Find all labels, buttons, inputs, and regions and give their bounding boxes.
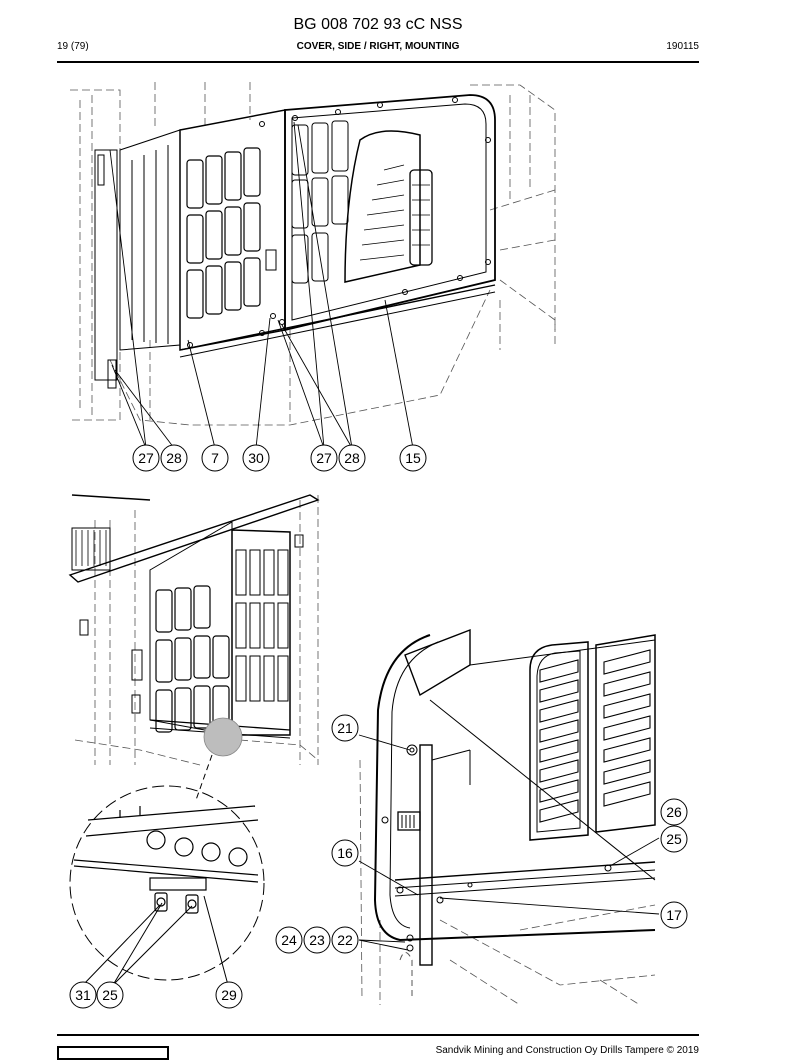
callout: 28: [160, 444, 188, 472]
callout: 25: [96, 981, 124, 1009]
callout: 15: [399, 444, 427, 472]
footer-copyright: Sandvik Mining and Construction Oy Drill…: [435, 1045, 699, 1056]
page-number: 19 (79): [57, 41, 89, 52]
callout-label: 28: [166, 450, 182, 466]
callout-label: 22: [337, 932, 353, 948]
callout: 30: [242, 444, 270, 472]
callout: 27: [132, 444, 160, 472]
callout-label: 25: [666, 831, 682, 847]
callout: 28: [338, 444, 366, 472]
callout: 16: [331, 839, 359, 867]
detail-magnifier: [69, 754, 265, 986]
callout-label: 25: [102, 987, 118, 1003]
header-rule: [57, 61, 699, 63]
callout-label: 24: [281, 932, 297, 948]
callout: 26: [660, 798, 688, 826]
callout-label: 15: [405, 450, 421, 466]
callout: 21: [331, 714, 359, 742]
callout: 29: [215, 981, 243, 1009]
top-view-leader-lines: [109, 121, 414, 449]
callout: 23: [303, 926, 331, 954]
callout-label: 30: [248, 450, 264, 466]
section-title: COVER, SIDE / RIGHT, MOUNTING: [296, 41, 460, 52]
callout-label: 28: [344, 450, 360, 466]
callouts: 27 28 7 30 27 28 15 31: [69, 444, 688, 1009]
footer-rule: [57, 1034, 699, 1036]
callout-label: 26: [666, 804, 682, 820]
callout: 25: [660, 825, 688, 853]
bottom-left-view-illustration: [68, 494, 320, 766]
callout-label: 16: [337, 845, 353, 861]
callout: 17: [660, 901, 688, 929]
callout-label: 31: [75, 987, 91, 1003]
callout-label: 27: [316, 450, 332, 466]
callout-label: 7: [211, 450, 219, 466]
bottom-right-leader-lines: [358, 734, 660, 951]
top-view-illustration: [70, 82, 556, 426]
document-date: 190115: [666, 41, 699, 52]
callout: 22: [331, 926, 359, 954]
callout-label: 17: [666, 907, 682, 923]
document-title: BG 008 702 93 cC NSS: [293, 16, 463, 33]
callout-label: 29: [221, 987, 237, 1003]
callout: 27: [310, 444, 338, 472]
callout: 7: [201, 444, 229, 472]
company-logo: [57, 1046, 169, 1060]
bottom-right-view-illustration: [359, 628, 656, 1006]
callout-label: 27: [138, 450, 154, 466]
callout-label: 23: [309, 932, 325, 948]
callout: 31: [69, 981, 97, 1009]
callout: 24: [275, 926, 303, 954]
callout-label: 21: [337, 720, 353, 736]
